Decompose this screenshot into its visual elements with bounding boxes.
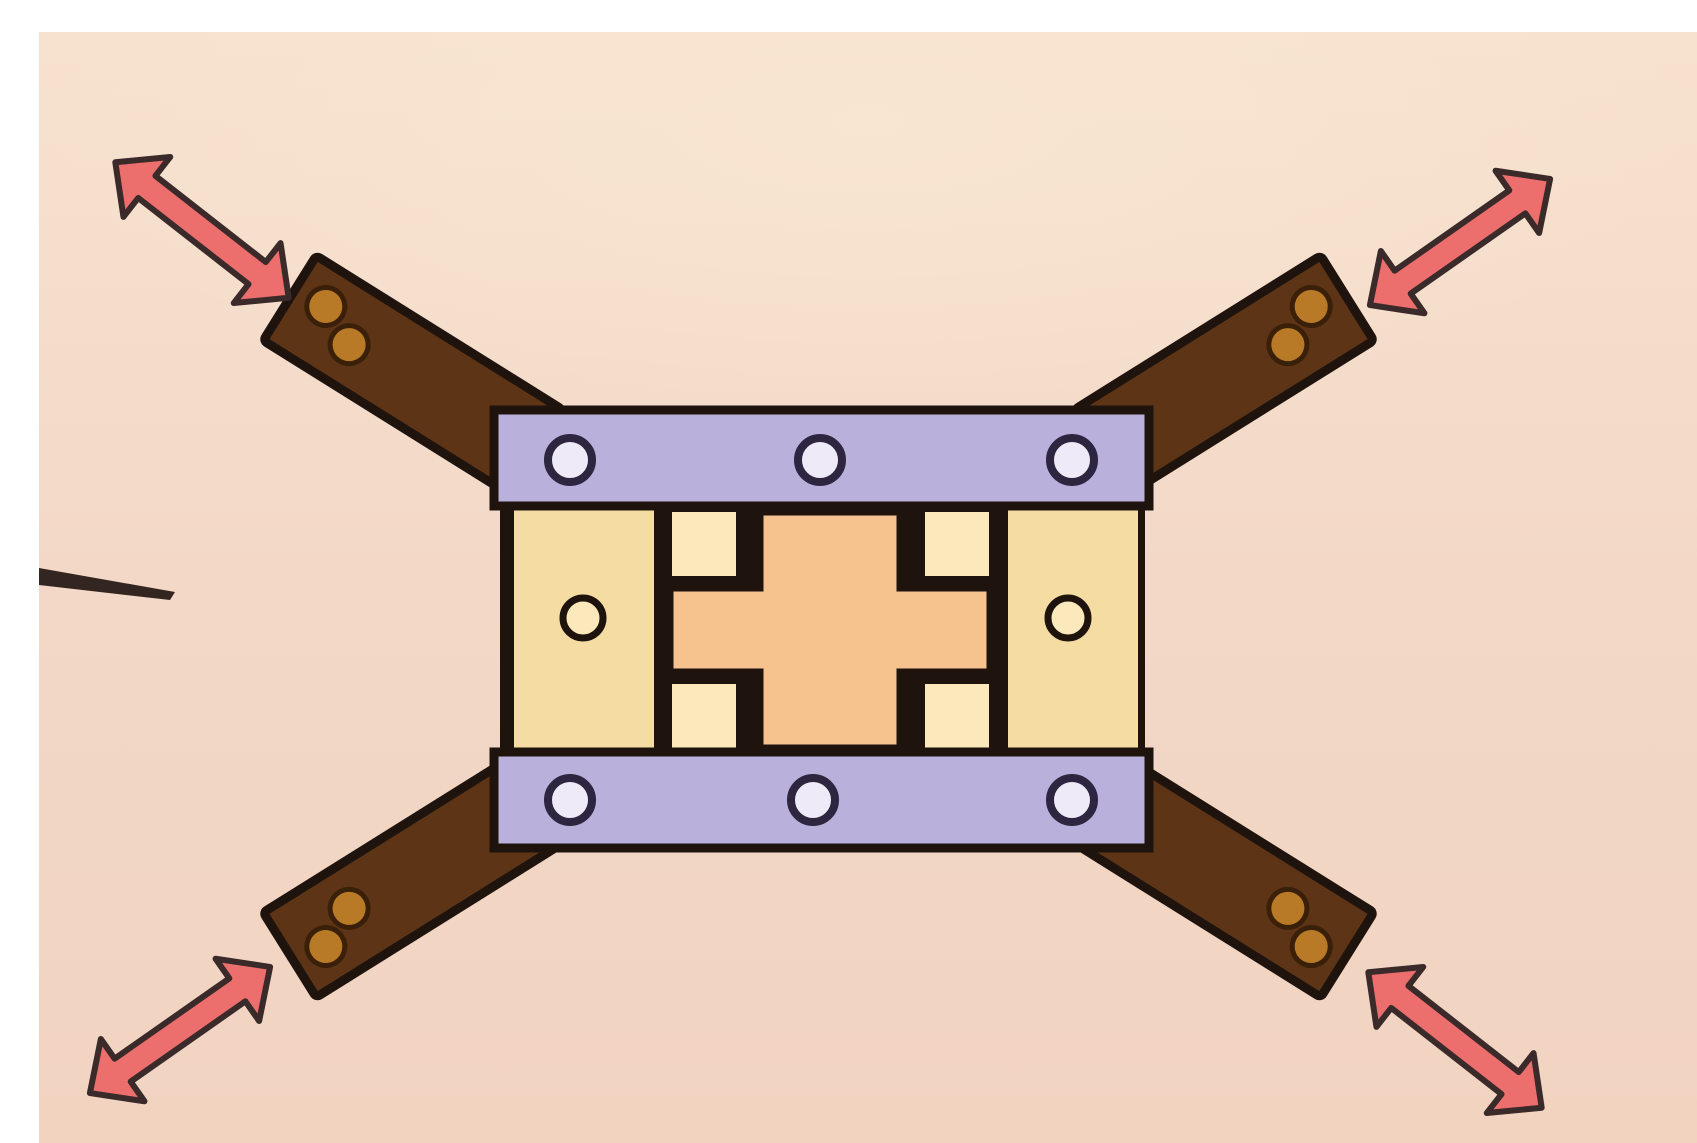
- arrow-top-right: [1366, 167, 1554, 317]
- plate-bolt: [787, 774, 839, 826]
- arm-bolt: [1289, 284, 1333, 328]
- arrow-bottom-left: [86, 955, 274, 1105]
- plate-bolt: [1046, 434, 1098, 486]
- corner-block: [672, 512, 736, 576]
- top-plate: [489, 405, 1154, 511]
- arm-bolt: [1266, 323, 1310, 367]
- side-bolt: [1044, 594, 1092, 642]
- arm-bolt: [327, 886, 371, 930]
- plate-bolt: [544, 434, 596, 486]
- arm-bolt: [304, 925, 348, 969]
- arm-bolt: [304, 284, 348, 328]
- corner-block: [925, 512, 989, 576]
- bottom-plate: [489, 747, 1154, 853]
- side-bolt: [559, 594, 607, 642]
- corner-block: [925, 684, 989, 748]
- corner-block: [672, 684, 736, 748]
- pointer-mark: [39, 568, 175, 600]
- center-frame: [500, 500, 1145, 755]
- arrow-bottom-right: [1365, 963, 1545, 1117]
- arm-bolt: [1289, 925, 1333, 969]
- plate-bolt: [1046, 774, 1098, 826]
- plate-bolt: [794, 434, 846, 486]
- arm-bolt: [327, 323, 371, 367]
- arrow-top-left: [112, 153, 292, 307]
- plate-bolt: [544, 774, 596, 826]
- arm-bolt: [1266, 886, 1310, 930]
